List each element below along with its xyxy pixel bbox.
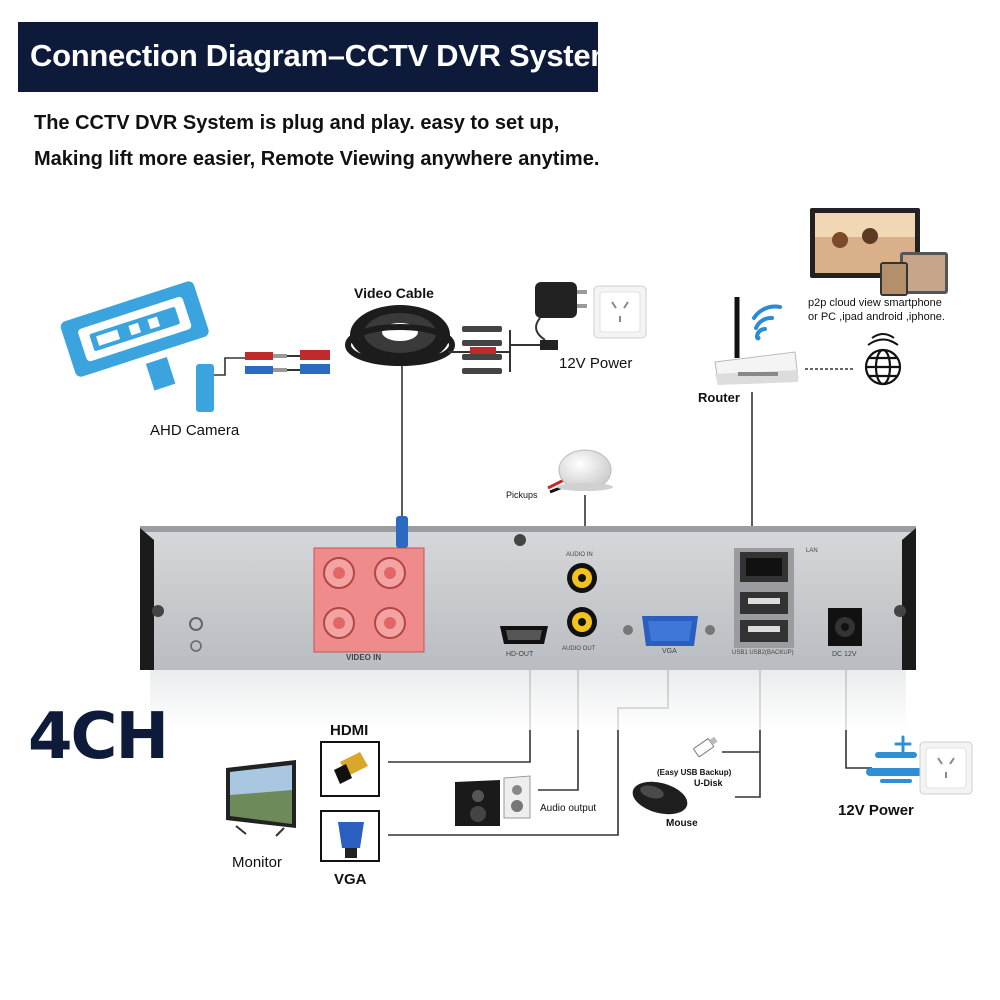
audio-ports bbox=[567, 563, 597, 637]
lan-usb-ports bbox=[734, 548, 794, 648]
cable-reel-icon bbox=[345, 305, 455, 366]
pickups-label: Pickups bbox=[506, 490, 538, 500]
panel-audio-in: AUDIO IN bbox=[566, 552, 593, 558]
panel-vga: VGA bbox=[662, 648, 677, 655]
video-in-block bbox=[313, 547, 425, 653]
dc-port bbox=[828, 608, 862, 646]
monitor-icon bbox=[226, 760, 296, 837]
panel-hd-out: HD-OUT bbox=[506, 651, 534, 658]
camera-connectors bbox=[245, 350, 330, 374]
hdmi-port bbox=[500, 626, 548, 644]
panel-dc: DC 12V bbox=[832, 651, 857, 658]
power-splitter bbox=[462, 326, 558, 374]
mic-icon bbox=[547, 449, 613, 494]
panel-lan: LAN bbox=[806, 548, 818, 554]
bnc-plug bbox=[396, 516, 408, 548]
camera-bracket bbox=[196, 364, 214, 412]
panel-audio-out: AUDIO OUT bbox=[562, 646, 596, 652]
vga-label: VGA bbox=[334, 871, 367, 888]
video-cable-label: Video Cable bbox=[354, 285, 434, 301]
camera-mount bbox=[145, 357, 176, 391]
battery-icon bbox=[866, 735, 926, 783]
udisk-label: U-Disk bbox=[694, 778, 723, 788]
power-top-label: 12V Power bbox=[559, 355, 633, 372]
audio-output-label: Audio output bbox=[540, 803, 597, 814]
power-bottom-label: 12V Power bbox=[838, 802, 914, 819]
panel-video-in: VIDEO IN bbox=[346, 653, 382, 662]
hdmi-icon bbox=[320, 741, 380, 797]
vga-port bbox=[623, 616, 715, 646]
page-title: Connection Diagram–CCTV DVR System bbox=[30, 38, 618, 73]
cloud-label-2: or PC ,ipad android ,iphone. bbox=[808, 311, 945, 323]
channel-count: 4CH bbox=[28, 700, 169, 774]
camera-icon bbox=[60, 281, 209, 377]
vga-icon bbox=[320, 810, 380, 862]
title-banner bbox=[18, 22, 598, 92]
router-label: Router bbox=[698, 390, 740, 405]
cloud-label-1: p2p cloud view smartphone bbox=[808, 297, 942, 309]
intro-line-2: Making lift more easier, Remote Viewing … bbox=[34, 148, 600, 170]
power-adapter-icon bbox=[535, 282, 587, 341]
globe-icon bbox=[864, 333, 902, 386]
monitor-label: Monitor bbox=[232, 854, 283, 871]
router-icon bbox=[714, 297, 799, 385]
usb-icon bbox=[693, 736, 718, 758]
socket-icon bbox=[919, 741, 973, 795]
panel-usb: USB1 USB2(BACKUP) bbox=[732, 650, 794, 656]
camera-label: AHD Camera bbox=[150, 422, 240, 439]
power-plug-red bbox=[470, 347, 496, 357]
socket-icon bbox=[593, 285, 647, 339]
speaker-icon bbox=[455, 775, 531, 826]
wifi-icon bbox=[752, 304, 782, 341]
monitor-devices-icon bbox=[810, 208, 948, 296]
usb-backup-label: (Easy USB Backup) bbox=[657, 768, 732, 777]
hdmi-label: HDMI bbox=[330, 722, 369, 739]
mouse-label: Mouse bbox=[666, 818, 698, 829]
intro-line-1: The CCTV DVR System is plug and play. ea… bbox=[34, 112, 560, 134]
mouse-icon bbox=[632, 781, 688, 815]
